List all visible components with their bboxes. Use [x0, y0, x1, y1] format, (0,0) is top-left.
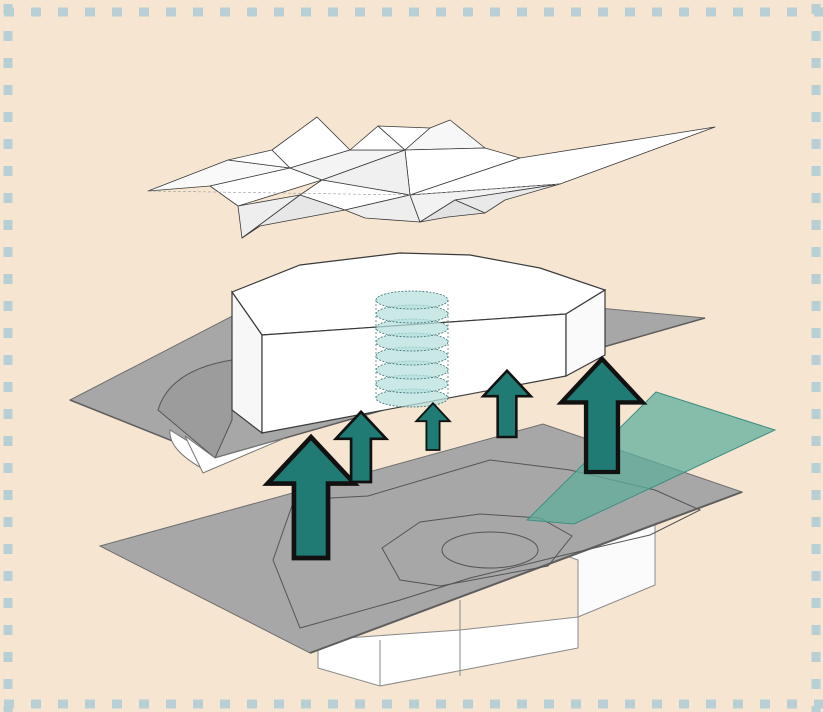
disc [376, 291, 448, 309]
